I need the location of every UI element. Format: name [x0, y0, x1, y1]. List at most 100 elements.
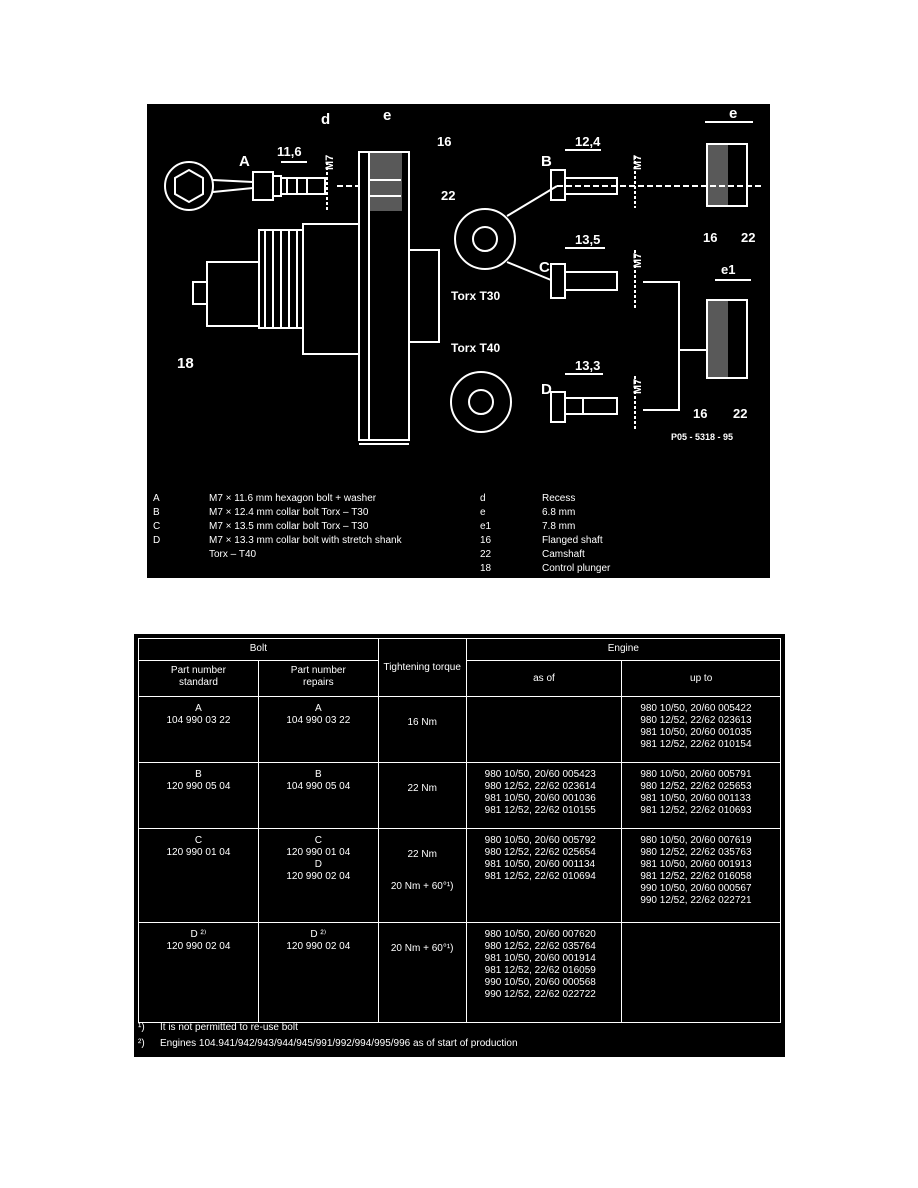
cell-engine-up-to-line: 980 12/52, 22/62 023613	[640, 715, 752, 726]
cell-engine-up-to-line: 980 12/52, 22/62 035763	[640, 847, 752, 858]
label-16-top: 16	[437, 134, 451, 149]
cell-engine-up-to	[621, 922, 781, 1023]
legend-right-key: d	[480, 493, 486, 504]
footnote-key: ¹)	[138, 1022, 145, 1033]
diagram-panel: A 11,6 M7 d e 16 22 B 12,4 M7 e 16 22 C …	[147, 104, 770, 578]
cell-engine-up-to-line: 980 10/50, 20/60 005791	[640, 769, 752, 780]
legend-left-text: Torx – T40	[209, 549, 257, 560]
legend-right-text: Camshaft	[542, 549, 585, 560]
cell-engine-as-of-line: 980 12/52, 22/62 035764	[484, 941, 596, 952]
m7-b: M7	[632, 155, 644, 170]
header-engine: Engine	[465, 638, 782, 661]
legend-right-text: 6.8 mm	[542, 507, 576, 518]
legend-left-key: C	[153, 521, 161, 532]
footnote-text: Engines 104.941/942/943/944/945/991/992/…	[160, 1038, 518, 1049]
bolt-a-drawing	[252, 171, 326, 201]
cell-pn-repairs-line: 104 990 05 04	[286, 781, 351, 792]
legend-right-key: 16	[480, 535, 492, 546]
legend-right-key: 22	[480, 549, 492, 560]
cell-pn-repairs-line: 120 990 01 04	[286, 847, 351, 858]
legend-left-text: M7 × 12.4 mm collar bolt Torx – T30	[209, 507, 369, 518]
header-pn-standard: Part number standard	[138, 660, 259, 697]
legend-left-row: B M7 × 12.4 mm collar bolt Torx – T30	[153, 506, 402, 520]
cell-pn-standard-line: 104 990 03 22	[166, 715, 231, 726]
label-b: B	[541, 153, 552, 170]
cell-pn-standard: D ²⁾120 990 02 04	[138, 922, 259, 1023]
label-16-right: 16	[703, 230, 717, 245]
camshaft-bolt-diagram: A 11,6 M7 d e 16 22 B 12,4 M7 e 16 22 C …	[164, 105, 762, 445]
header-as-of: as of	[465, 660, 623, 697]
shaft-body-drawing	[192, 223, 440, 355]
label-torx-t30: Torx T30	[451, 289, 500, 303]
legend-left-key: A	[153, 493, 160, 504]
cell-pn-standard-line: A	[195, 703, 202, 714]
label-22-top: 22	[441, 188, 455, 203]
cell-pn-standard-line: B	[195, 769, 202, 780]
cell-engine-up-to-line: 981 10/50, 20/60 001035	[640, 727, 752, 738]
cell-pn-repairs-line: B	[314, 769, 322, 780]
footnote-key: ²)	[138, 1038, 145, 1049]
legend-right-text: Recess	[542, 493, 576, 504]
cell-engine-as-of-line: 980 10/50, 20/60 005423	[484, 769, 596, 780]
cell-engine-up-to-line: 981 10/50, 20/60 001913	[640, 859, 752, 870]
legend-right-row: d Recess	[480, 492, 610, 506]
legend-right-row: 16 Flanged shaft	[480, 534, 610, 548]
cell-pn-repairs-line: 120 990 02 04	[286, 941, 351, 952]
cell-pn-repairs-line: C	[314, 835, 322, 846]
bolt-d-drawing	[550, 391, 618, 423]
label-18: 18	[177, 355, 194, 372]
cell-pn-standard-line: 120 990 01 04	[166, 847, 231, 858]
label-torx-t40: Torx T40	[451, 341, 500, 355]
dim-c: 13,5	[575, 232, 600, 247]
header-torque: Tightening torque	[377, 638, 467, 697]
m7-a: M7	[324, 155, 336, 170]
legend-right-text: Flanged shaft	[542, 535, 603, 546]
dim-a: 11,6	[277, 144, 302, 159]
cell-pn-repairs-line: 120 990 02 04	[286, 871, 351, 882]
figure-reference: P05 - 5318 - 95	[671, 432, 733, 442]
bolt-specification-panel: Bolt Tightening torque Engine Part numbe…	[134, 634, 785, 1057]
cell-pn-repairs-line: D ²⁾	[310, 929, 327, 940]
right-bottom-section-drawing	[706, 279, 751, 379]
bolt-b-drawing	[550, 169, 618, 201]
header-up-to: up to	[621, 660, 781, 697]
hex-wrench-drawing	[164, 161, 254, 211]
cell-engine-up-to-line: 980 10/50, 20/60 005422	[640, 703, 752, 714]
cell-torque-line: 20 Nm + 60°¹)	[390, 881, 454, 892]
legend-left-key: B	[153, 507, 160, 518]
legend-left-text: M7 × 11.6 mm hexagon bolt + washer	[209, 493, 377, 504]
legend-right-key: e1	[480, 521, 492, 532]
m7-d: M7	[632, 379, 644, 394]
cell-pn-standard-line: 120 990 02 04	[166, 941, 231, 952]
cell-engine-up-to-line: 980 10/50, 20/60 007619	[640, 835, 752, 846]
cell-engine-as-of-line: 980 12/52, 22/62 025654	[484, 847, 596, 858]
cell-engine-as-of-line: 981 12/52, 22/62 010155	[484, 805, 596, 816]
cell-engine-as-of-line: 990 10/50, 20/60 000568	[484, 977, 596, 988]
legend-left-key	[153, 548, 209, 562]
label-e-top: e	[383, 107, 391, 124]
cell-pn-repairs-line: D	[314, 859, 322, 870]
label-a: A	[239, 153, 250, 170]
cell-engine-up-to-line: 981 12/52, 22/62 016058	[640, 871, 752, 882]
cell-engine-up-to-line: 981 12/52, 22/62 010693	[640, 805, 752, 816]
label-d-bolt: D	[541, 381, 552, 398]
bolt-specification-table: Bolt Tightening torque Engine Part numbe…	[138, 638, 782, 1023]
bolt-c-drawing	[550, 263, 618, 299]
legend-right-text: Control plunger	[542, 563, 611, 574]
